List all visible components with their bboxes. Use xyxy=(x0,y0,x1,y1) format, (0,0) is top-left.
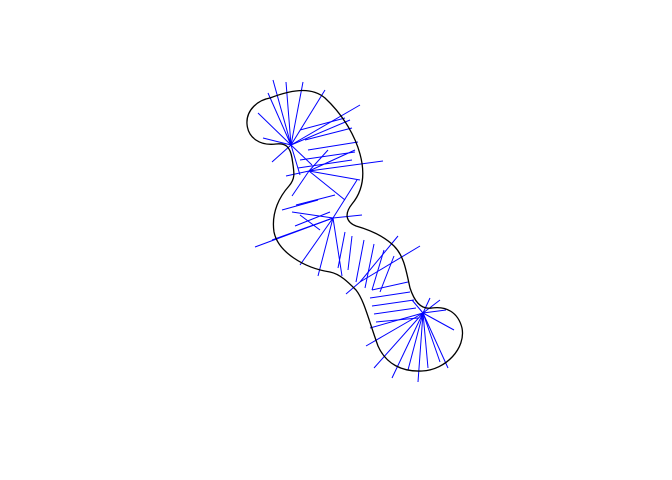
normal-line xyxy=(422,312,455,331)
normal-line xyxy=(308,170,346,201)
normal-line xyxy=(271,217,334,241)
normal-line xyxy=(295,194,336,206)
normal-line xyxy=(365,312,424,347)
normal-line xyxy=(290,119,351,146)
normal-line xyxy=(371,281,409,291)
normal-line xyxy=(422,297,431,314)
normal-line xyxy=(290,144,313,166)
normal-line xyxy=(299,117,346,131)
normal-line xyxy=(422,299,441,314)
normal-line xyxy=(411,299,424,314)
normal-line xyxy=(291,211,334,219)
normal-line xyxy=(290,89,326,146)
normal-line xyxy=(407,312,424,371)
normal-line xyxy=(332,179,358,219)
normal-line xyxy=(285,170,310,177)
normal-line xyxy=(299,214,321,231)
normal-line xyxy=(422,312,441,363)
normal-line xyxy=(308,160,384,172)
normal-line xyxy=(391,312,424,379)
normal-line xyxy=(422,309,447,314)
normal-line xyxy=(317,217,334,277)
normal-line xyxy=(359,245,421,283)
normal-line xyxy=(371,249,385,291)
normal-line xyxy=(308,149,356,172)
normal-line xyxy=(345,281,361,295)
normal-line xyxy=(373,312,424,369)
normal-line xyxy=(422,312,449,369)
normal-line xyxy=(294,211,331,227)
normal-line xyxy=(369,312,424,329)
normal-line xyxy=(364,243,375,289)
normal-line xyxy=(422,312,429,369)
normal-line xyxy=(347,235,353,271)
normal-lines-group xyxy=(254,79,455,383)
normal-line xyxy=(355,239,365,283)
normal-line xyxy=(291,170,310,197)
normal-line xyxy=(308,170,361,181)
normal-line xyxy=(308,149,329,172)
normal-line xyxy=(304,127,353,141)
normal-line xyxy=(307,141,359,151)
normal-line xyxy=(281,199,319,211)
normal-line xyxy=(299,217,334,266)
normal-line xyxy=(369,291,411,299)
normal-line xyxy=(337,231,346,269)
normal-line xyxy=(371,299,415,307)
normal-line xyxy=(373,307,417,315)
normal-line xyxy=(272,79,292,146)
normal-line xyxy=(379,255,395,293)
normal-line xyxy=(290,104,361,146)
normal-line xyxy=(299,151,356,161)
buffer-outline xyxy=(246,89,464,372)
normal-line xyxy=(332,217,343,277)
normal-line xyxy=(262,137,292,146)
normal-line xyxy=(257,112,292,146)
normal-line xyxy=(290,144,301,176)
normal-line xyxy=(290,81,304,146)
normal-line xyxy=(267,92,292,146)
